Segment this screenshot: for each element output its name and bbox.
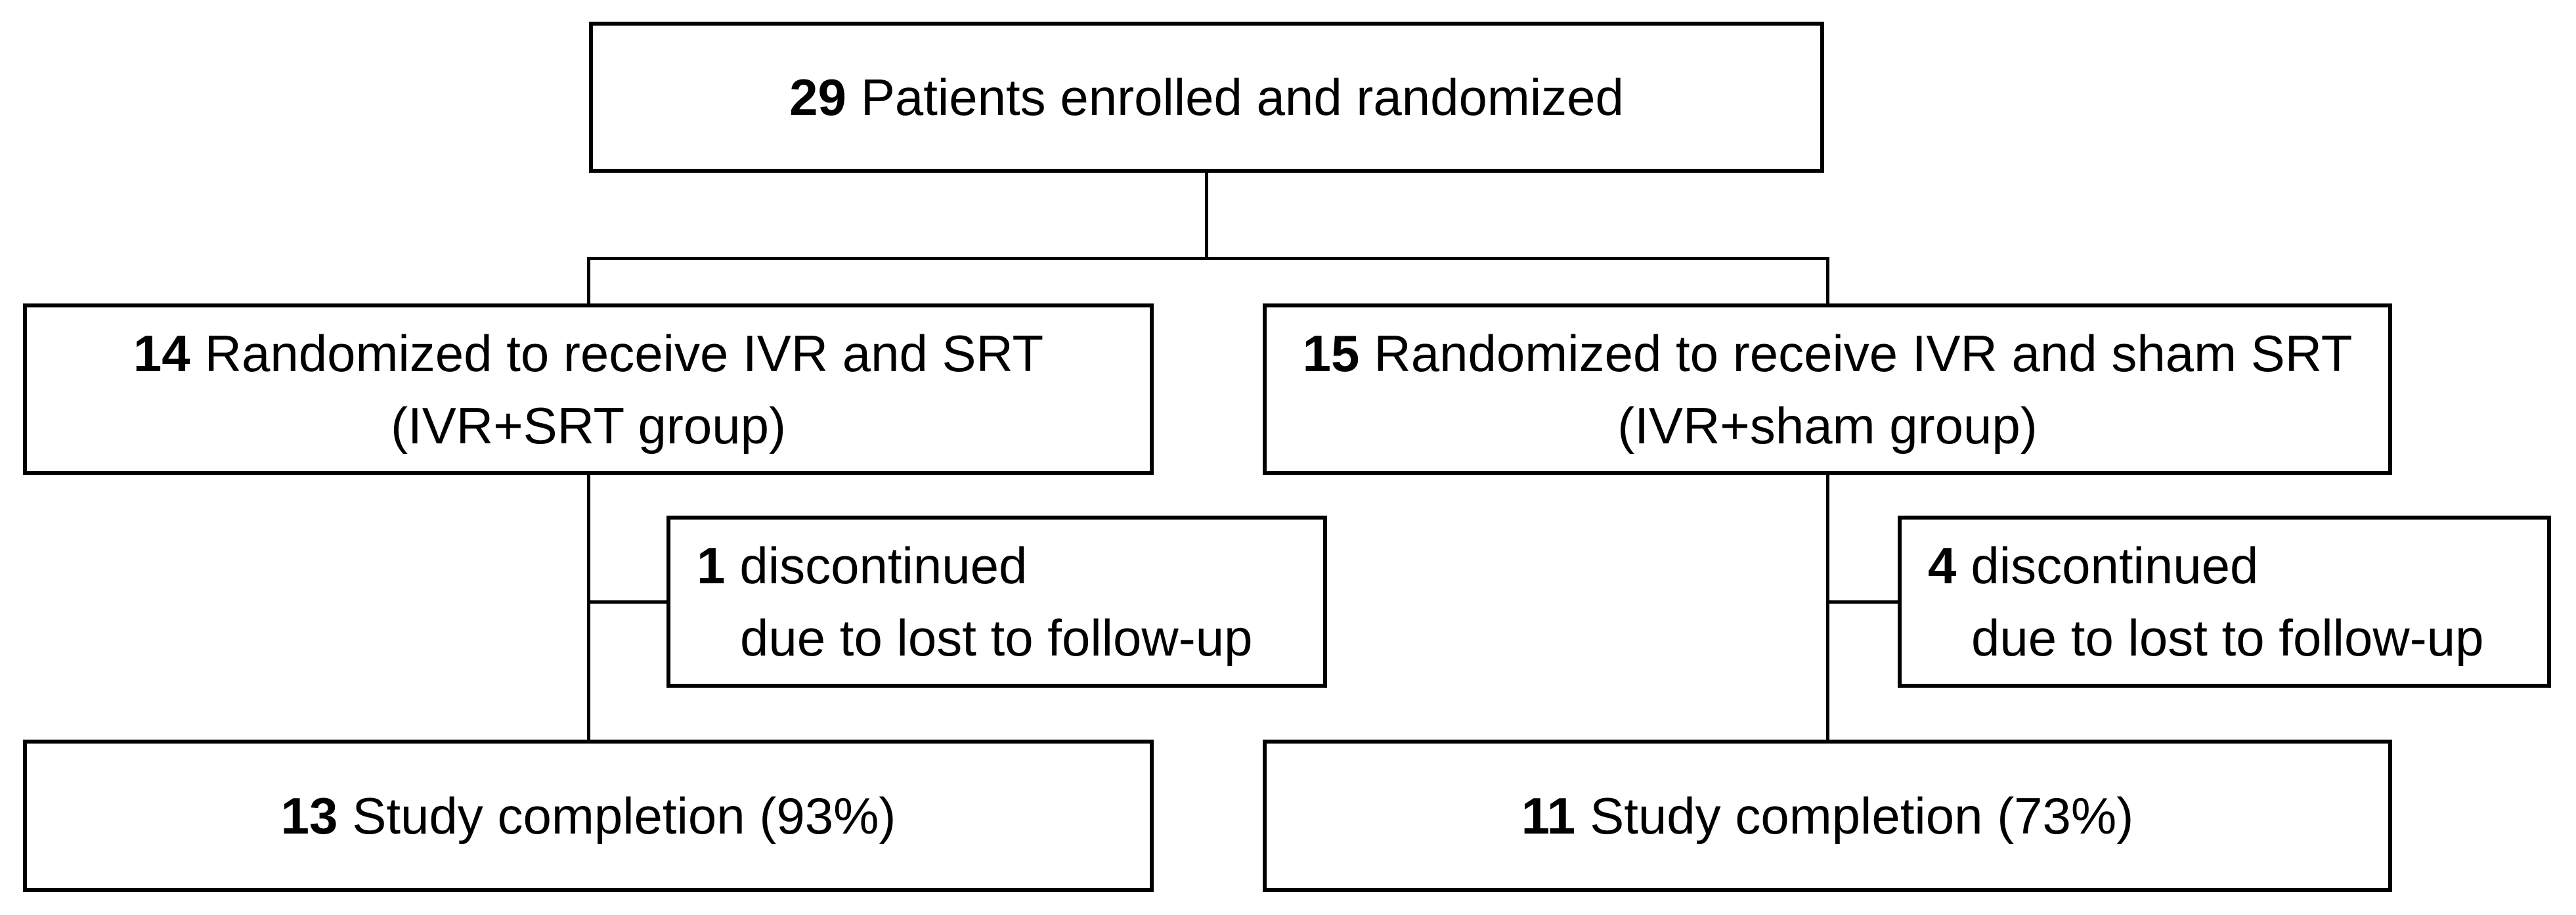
- right-dropout-label: discontinued: [1971, 537, 2259, 594]
- connector-left-dropout-stub: [587, 600, 669, 604]
- right-arm-count: 15: [1302, 324, 1360, 382]
- left-dropout-label: discontinued: [739, 537, 1028, 594]
- connector-right-column-drop: [1826, 475, 1829, 741]
- connector-branch-line: [587, 257, 1829, 260]
- enrollment-count: 29: [789, 68, 846, 126]
- left-arm-label: Randomized to receive IVR and SRT: [204, 324, 1044, 382]
- left-completion-label: Study completion (93%): [352, 787, 896, 845]
- left-dropout-count: 1: [697, 537, 726, 594]
- connector-right-arm-drop: [1826, 257, 1829, 306]
- right-dropout-reason: due to lost to follow-up: [1971, 609, 2484, 667]
- right-arm-label: Randomized to receive IVR and sham SRT: [1374, 324, 2353, 382]
- left-dropout-reason: due to lost to follow-up: [740, 609, 1253, 667]
- right-dropout-count: 4: [1928, 537, 1957, 594]
- left-arm-count: 14: [133, 324, 190, 382]
- enrollment-label: Patients enrolled and randomized: [860, 68, 1624, 126]
- left-completion-count: 13: [280, 787, 338, 845]
- connector-right-dropout-stub: [1826, 600, 1900, 604]
- right-arm-group-label: (IVR+sham group): [1617, 396, 2038, 455]
- connector-enrollment-drop: [1205, 173, 1208, 258]
- right-completion-count: 11: [1521, 787, 1576, 845]
- left-arm-group-label: (IVR+SRT group): [391, 396, 786, 455]
- connector-left-column-drop: [587, 475, 590, 741]
- connector-left-arm-drop: [587, 257, 590, 306]
- right-completion-label: Study completion (73%): [1590, 787, 2134, 845]
